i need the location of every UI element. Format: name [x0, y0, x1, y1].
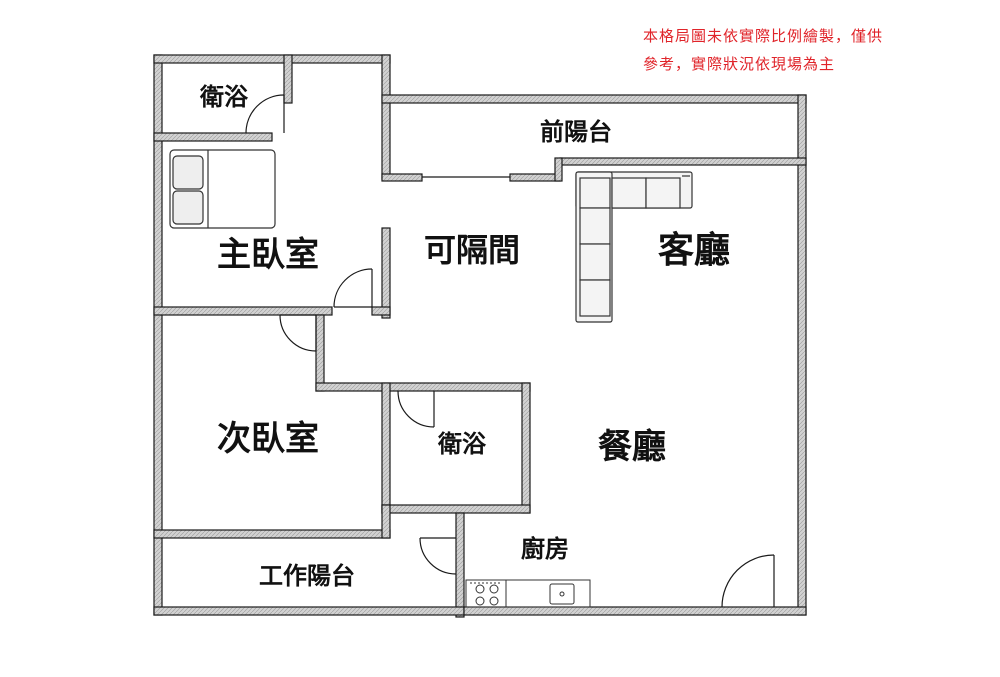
label-master-bath: 衛浴 — [199, 83, 249, 111]
wall-corridor-south — [315, 382, 531, 392]
label-second-bath: 衛浴 — [437, 430, 487, 458]
label-second-bedroom: 次臥室 — [217, 419, 319, 459]
door-master-bedroom — [333, 268, 373, 308]
wall-balcony-south-a — [381, 173, 423, 182]
wall-corridor-west — [315, 314, 325, 392]
disclaimer-note: 本格局圖未依實際比例繪製，僅供 參考，實際狀況依現場為主 — [643, 22, 973, 78]
label-master-bedroom: 主臥室 — [217, 235, 319, 275]
wall-kitchen-west — [455, 512, 465, 618]
wall-bedroom1-south-a — [153, 306, 333, 316]
door-utility — [419, 537, 457, 575]
wall-balcony-step — [554, 157, 563, 182]
wall-bath2-west — [381, 382, 391, 514]
sofa — [575, 171, 693, 323]
door-master-bath — [245, 94, 285, 134]
walls — [153, 54, 807, 618]
wall-bath2-east — [521, 382, 531, 514]
label-living-room: 客廳 — [658, 229, 730, 271]
wall-south-left — [153, 606, 465, 616]
wall-bedroom2-east — [381, 504, 391, 539]
wall-bath2-south — [381, 504, 531, 514]
kitchen-counter — [465, 579, 591, 608]
wall-north-left — [153, 54, 391, 64]
disclaimer-line-2: 參考，實際狀況依現場為主 — [643, 55, 836, 73]
wall-balcony-south-b — [509, 173, 561, 182]
label-utility-balcony: 工作陽台 — [259, 562, 355, 590]
doors — [245, 94, 775, 608]
label-dining-room: 餐廳 — [598, 427, 666, 467]
door-second-bath — [397, 390, 435, 428]
wall-bedroom-east-lower — [381, 227, 391, 319]
disclaimer-line-1: 本格局圖未依實際比例繪製，僅供 — [643, 27, 884, 45]
wall-balcony-north — [381, 94, 807, 104]
label-front-balcony: 前陽台 — [540, 118, 612, 146]
wall-bath1-south — [153, 132, 273, 142]
door-entrance — [721, 554, 775, 608]
door-second-bedroom — [279, 314, 317, 352]
bed — [169, 149, 276, 229]
wall-east — [797, 94, 807, 616]
label-partitionable: 可隔間 — [424, 231, 520, 269]
room-labels: 衛浴 主臥室 前陽台 可隔間 客廳 次臥室 衛浴 餐廳 廚房 工作陽台 — [199, 83, 730, 590]
wall-bedroom2-south — [153, 529, 391, 539]
wall-south-right — [463, 606, 807, 616]
wall-bath1-east-upper — [283, 54, 293, 104]
wall-bedroom1-south-b — [371, 306, 391, 316]
wall-balcony-south-c — [559, 157, 807, 166]
label-kitchen: 廚房 — [521, 535, 569, 563]
wall-bedroom-east-upper — [381, 54, 391, 180]
